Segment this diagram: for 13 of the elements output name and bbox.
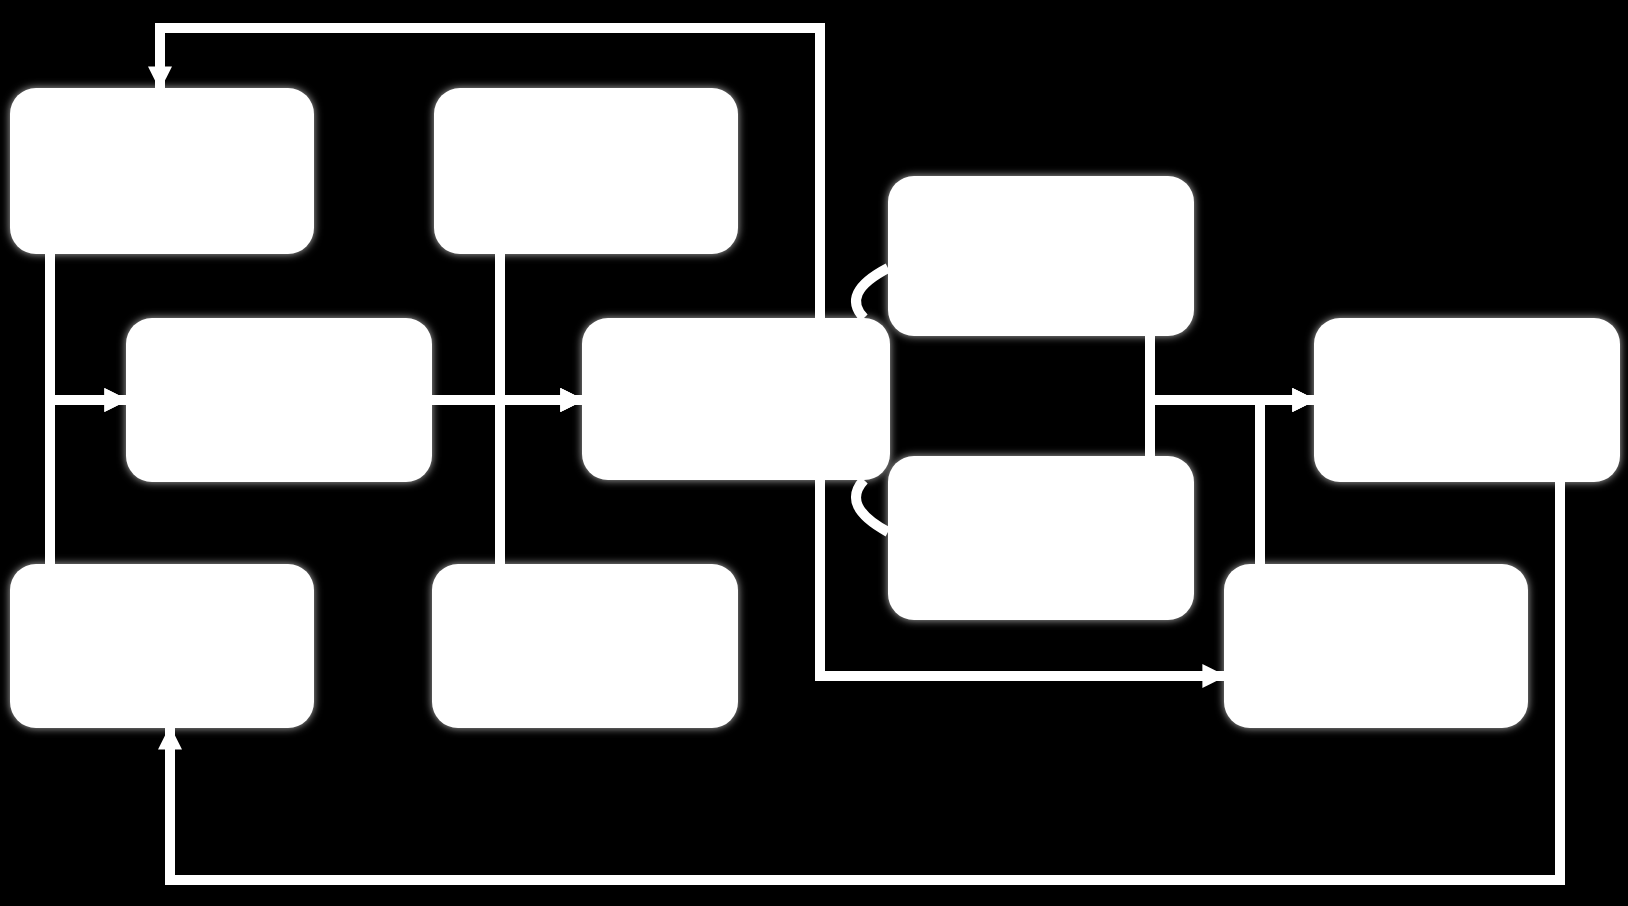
process-box	[10, 88, 314, 254]
process-box	[10, 564, 314, 728]
process-box	[582, 318, 890, 480]
process-box	[888, 456, 1194, 620]
process-box	[126, 318, 432, 482]
process-box	[432, 564, 738, 728]
arrow	[148, 23, 825, 318]
process-box	[434, 88, 738, 254]
process-box	[1224, 564, 1528, 728]
process-box	[1314, 318, 1620, 482]
arrow	[158, 482, 1565, 885]
arrow	[815, 480, 1227, 688]
process-box	[888, 176, 1194, 336]
